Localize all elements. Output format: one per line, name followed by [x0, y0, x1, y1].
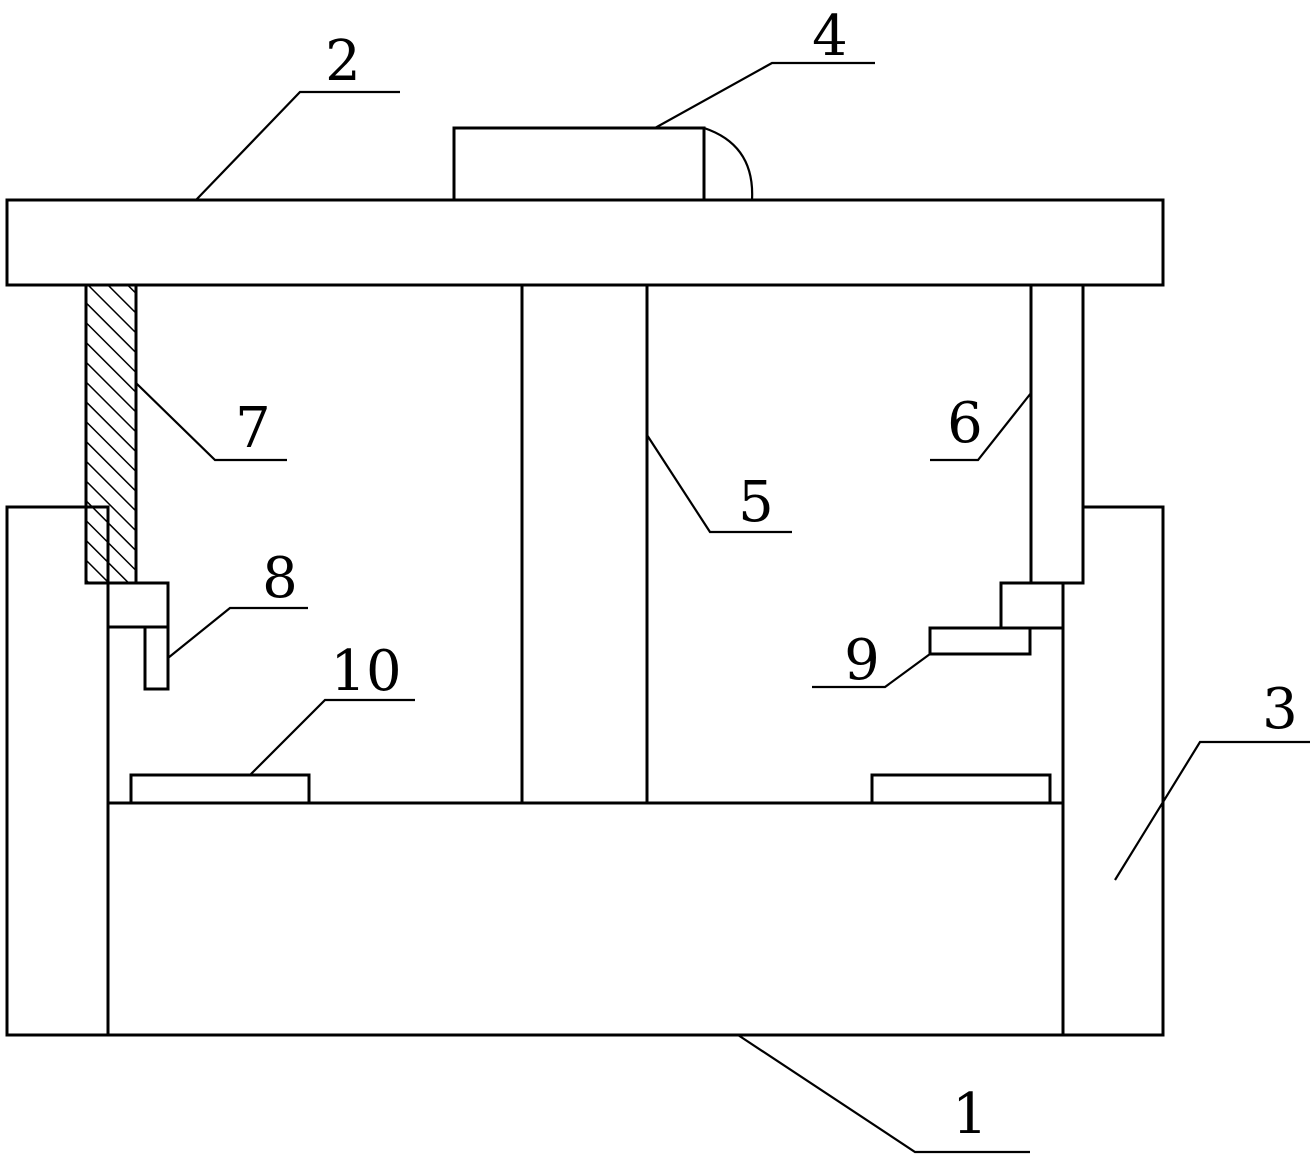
- label-3: 3: [1262, 677, 1298, 742]
- leader-8: [167, 606, 308, 659]
- left-bracket-block: [106, 581, 170, 629]
- right-post: [1061, 505, 1165, 1037]
- right-rod: [1029, 283, 1085, 585]
- label-5: 5: [738, 470, 774, 535]
- label-6: 6: [947, 391, 983, 456]
- left-bracket-tab: [143, 625, 170, 691]
- leader-2: [195, 90, 400, 201]
- leader-1: [737, 1034, 1030, 1154]
- label-4: 4: [812, 4, 848, 69]
- label-7: 7: [235, 396, 271, 461]
- top-block: [452, 126, 706, 202]
- leader-9: [812, 653, 931, 689]
- leader-5: [646, 434, 792, 534]
- label-2: 2: [325, 29, 361, 94]
- top-block-arc: [703, 126, 754, 201]
- leader-10: [249, 698, 415, 776]
- right-step-block: [999, 581, 1065, 630]
- leader-6: [930, 392, 1032, 462]
- hatched-rod: [84, 283, 138, 585]
- leader-4: [654, 61, 875, 129]
- label-8: 8: [262, 546, 298, 611]
- label-1: 1: [952, 1082, 988, 1147]
- center-column: [520, 283, 649, 805]
- label-9: 9: [844, 628, 880, 693]
- top-plate: [5, 198, 1165, 287]
- leader-7: [135, 382, 287, 462]
- left-post: [5, 505, 110, 1037]
- leader-3: [1114, 740, 1310, 881]
- right-pad: [870, 773, 1052, 805]
- label-10: 10: [330, 639, 401, 704]
- right-step-plate: [928, 626, 1032, 656]
- left-pad: [129, 773, 311, 805]
- base: [106, 801, 1065, 1037]
